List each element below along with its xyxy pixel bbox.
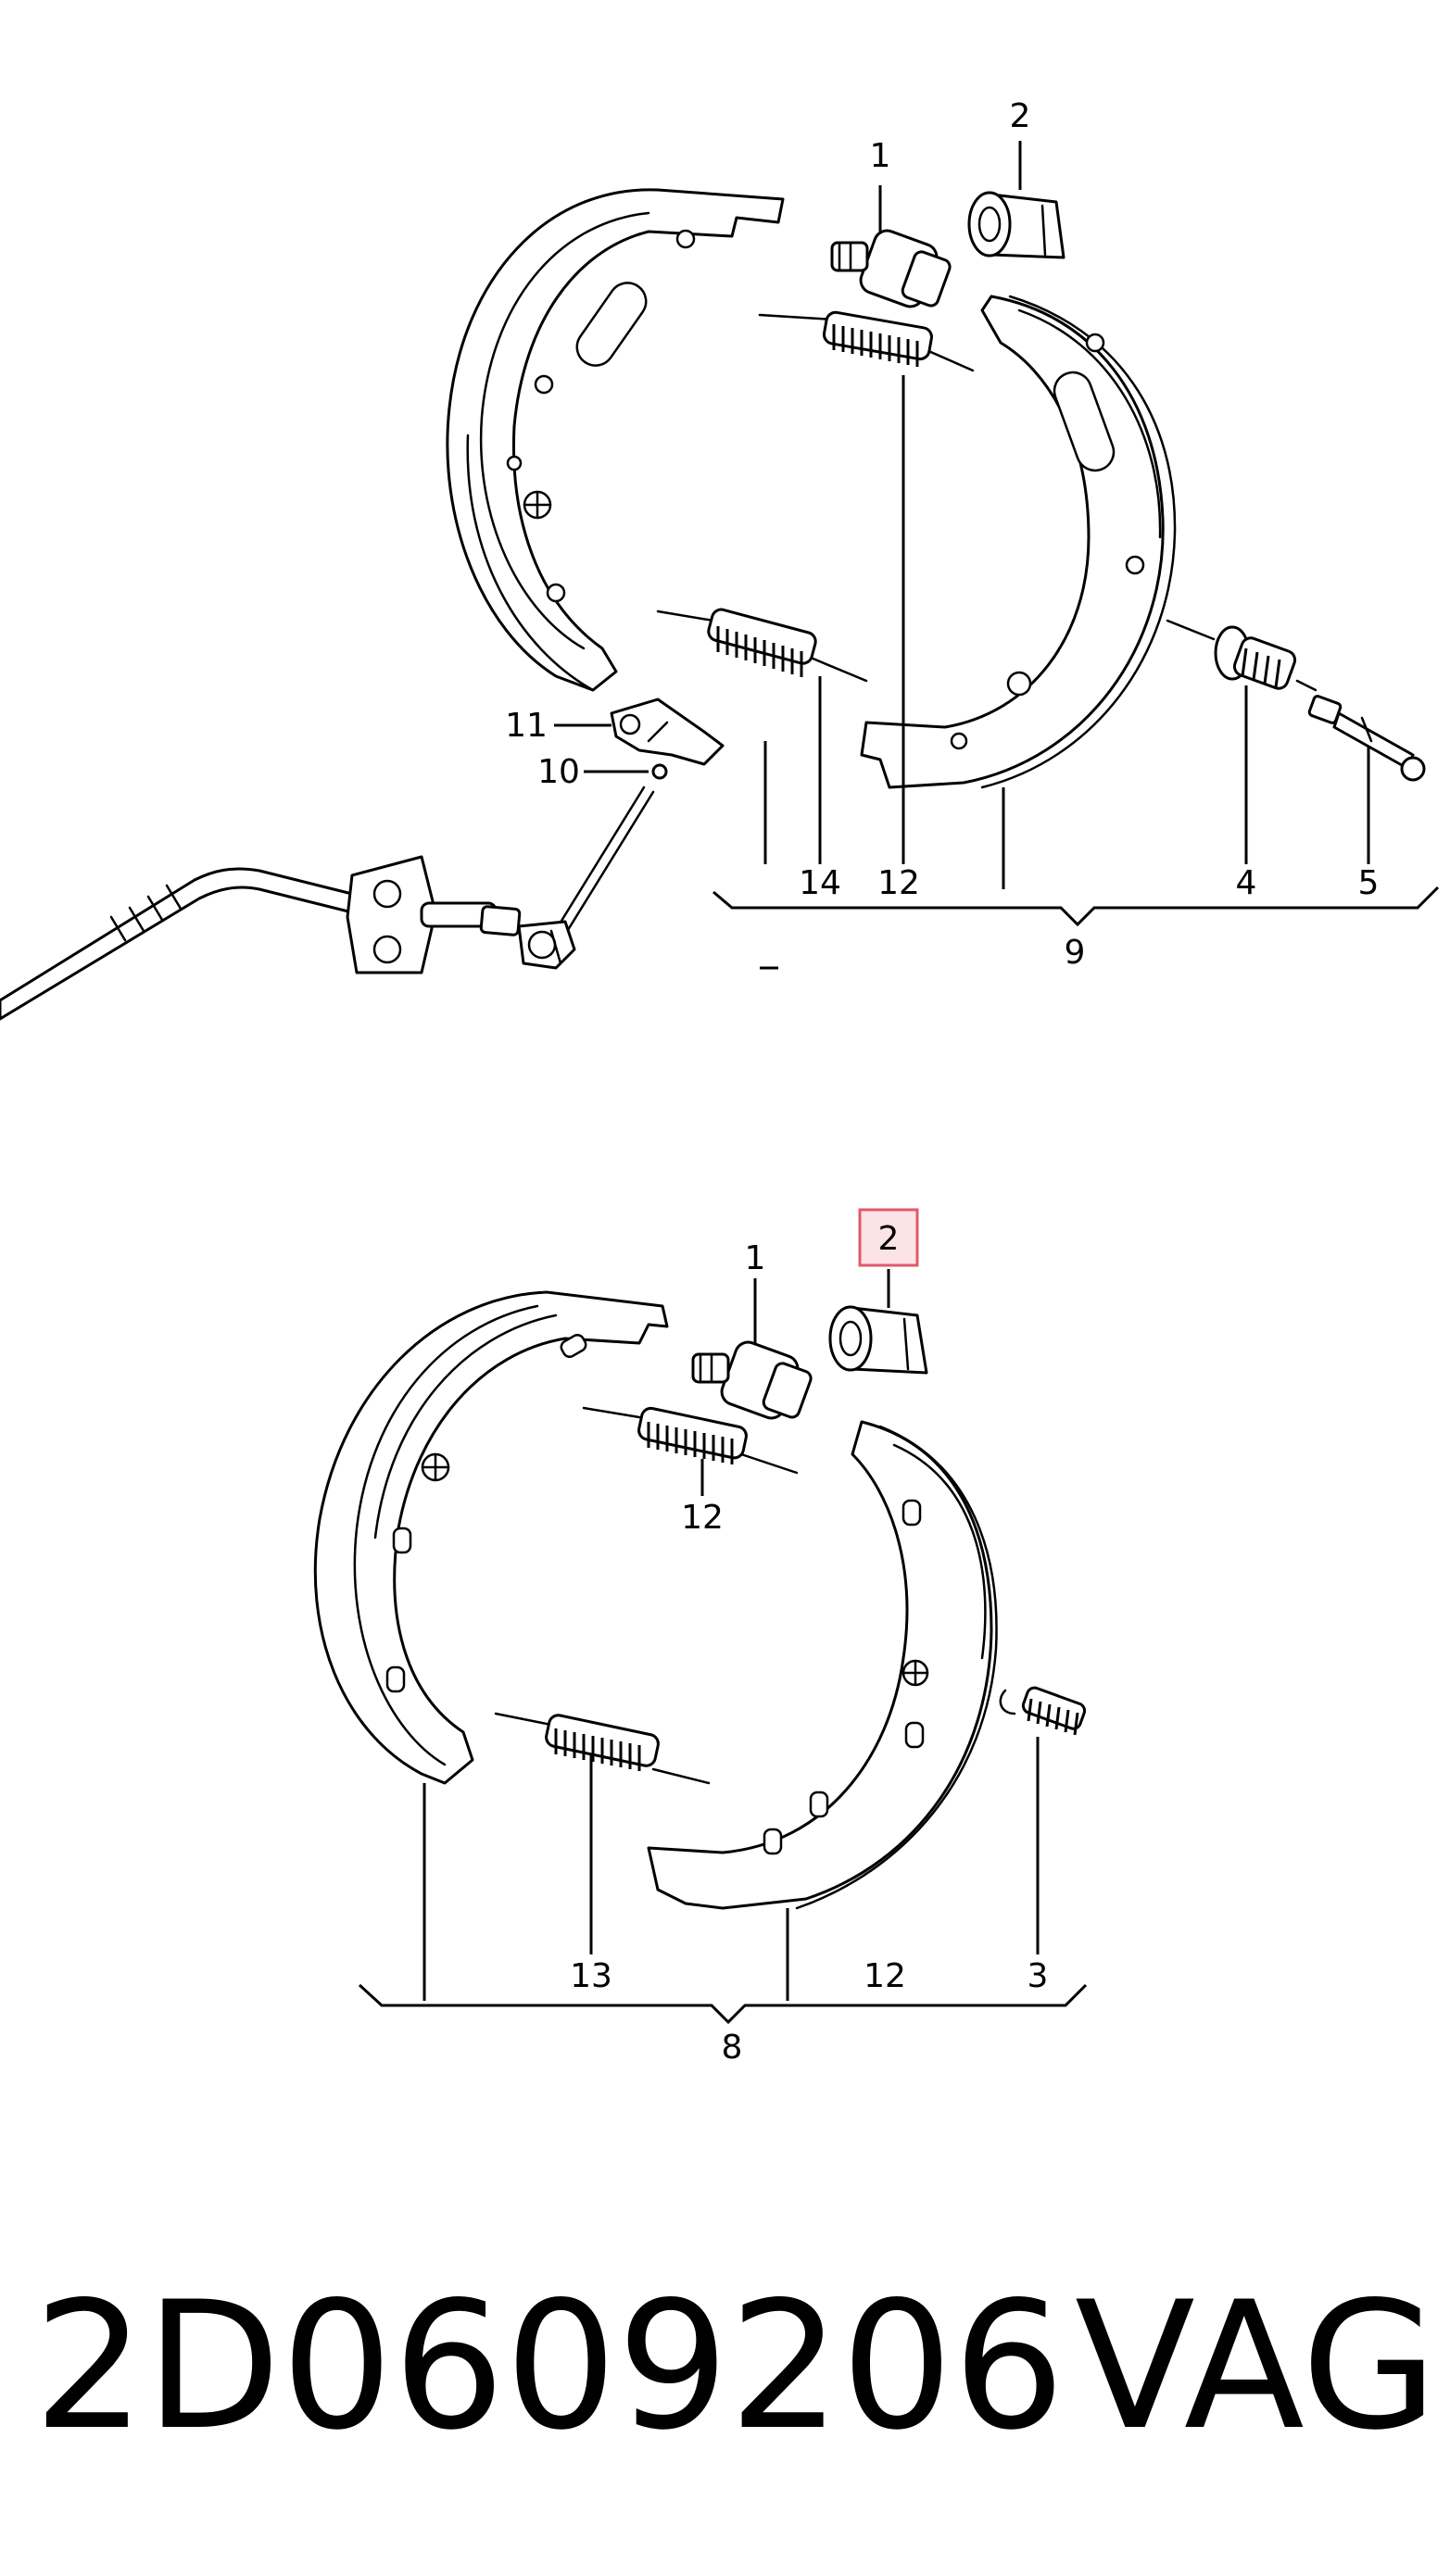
lower-callout-8: 8: [722, 2029, 743, 2067]
upper-left-brake-shoe: [446, 188, 785, 692]
lower-assembly: 1 2 12 13 12 3 8: [313, 1208, 1088, 2067]
part-number: 2D0609206: [33, 2264, 1065, 2469]
highlighted-callout-box[interactable]: [858, 1208, 919, 1267]
upper-callout-12: 12: [877, 864, 920, 902]
upper-callout-10: 10: [537, 753, 580, 791]
upper-adjuster-part-1: [830, 229, 952, 308]
brand-name: VAG: [1075, 2264, 1438, 2469]
upper-leader-lines: [554, 141, 1440, 970]
upper-callout-9: 9: [1065, 934, 1086, 972]
upper-callout-5: 5: [1358, 864, 1380, 902]
upper-spring-12: [758, 310, 975, 372]
lower-callout-2[interactable]: 2: [878, 1220, 900, 1258]
lower-spring-12: [582, 1406, 799, 1475]
lower-sleeve-part-2: [828, 1305, 928, 1375]
lower-callout-12-bottom: 12: [864, 1957, 906, 1995]
lower-adjuster-part-1: [691, 1340, 813, 1420]
upper-part-4-spring: [1166, 619, 1318, 692]
upper-callout-11: 11: [505, 707, 548, 745]
upper-callouts: 1 2 11 10 14 12 4 5 9: [505, 97, 1379, 972]
upper-right-brake-shoe: [860, 295, 1177, 789]
upper-spring-14: [656, 608, 868, 683]
lower-callout-1: 1: [745, 1239, 766, 1277]
upper-lever-parts-10-11: [545, 697, 725, 951]
lower-spring-13: [494, 1712, 711, 1785]
lower-leader-lines: [358, 1269, 1088, 2025]
lower-part-3-spring: [999, 1686, 1087, 1736]
upper-callout-14: 14: [799, 864, 841, 902]
upper-callout-2: 2: [1010, 97, 1031, 135]
parking-brake-cable: [0, 855, 576, 1021]
lower-callouts: 1 2 12 13 12 3 8: [570, 1220, 1048, 2067]
upper-callout-4: 4: [1236, 864, 1257, 902]
upper-callout-1: 1: [870, 137, 891, 175]
part-footer: 2D0609206 VAG: [0, 2260, 1450, 2473]
upper-part-5-pin: [1307, 695, 1426, 782]
lower-callout-3: 3: [1028, 1957, 1049, 1995]
upper-assembly: 1 2 11 10 14 12 4 5 9: [0, 97, 1440, 1021]
lower-right-brake-shoe: [647, 1420, 998, 1910]
lower-callout-13: 13: [570, 1957, 612, 1995]
lower-callout-12-top: 12: [681, 1499, 724, 1537]
lower-left-brake-shoe: [313, 1290, 669, 1785]
upper-sleeve-part-2: [967, 191, 1065, 259]
